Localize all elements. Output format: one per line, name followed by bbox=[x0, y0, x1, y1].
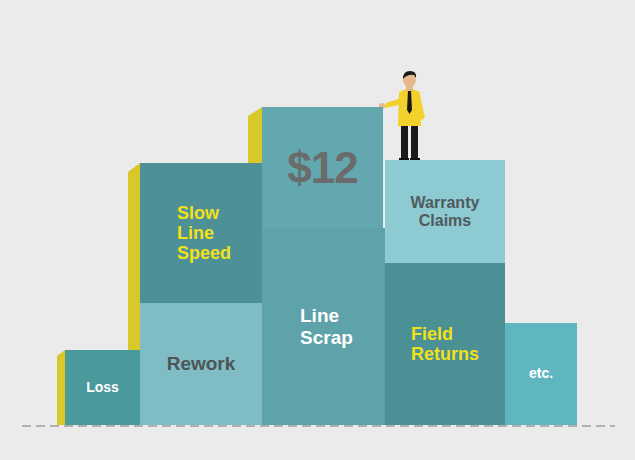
block-label: etc. bbox=[511, 366, 571, 382]
block-label: Line Scrap bbox=[300, 305, 379, 348]
ground-line bbox=[22, 425, 615, 426]
cost-figure: $12 bbox=[268, 143, 377, 192]
cost-block: Loss bbox=[65, 350, 140, 425]
cost-total-block: $12 bbox=[262, 107, 383, 228]
cost-block: Slow Line Speed bbox=[140, 163, 262, 303]
cost-block: etc. bbox=[505, 323, 577, 425]
cost-block: Field Returns bbox=[385, 263, 505, 425]
block-label: Loss bbox=[71, 380, 134, 396]
cost-block: Line Scrap bbox=[262, 228, 385, 425]
cost-block: Warranty Claims bbox=[385, 160, 505, 263]
block-label: Field Returns bbox=[411, 324, 499, 364]
block-side bbox=[57, 350, 65, 425]
cost-block: Rework bbox=[140, 303, 262, 425]
block-label: Warranty Claims bbox=[399, 194, 491, 230]
block-label: Rework bbox=[148, 353, 254, 374]
block-label: Slow Line Speed bbox=[177, 203, 256, 263]
person-figure bbox=[379, 71, 425, 161]
